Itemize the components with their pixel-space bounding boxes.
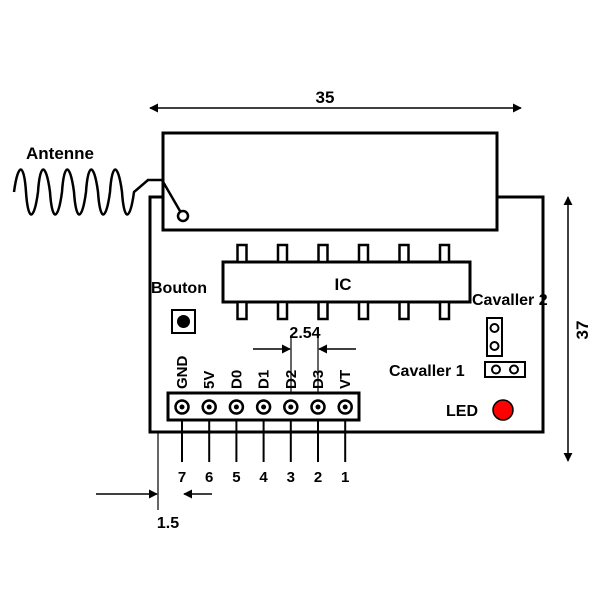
ic-pin xyxy=(276,300,289,321)
ic-pin xyxy=(357,300,370,321)
pin-number: 6 xyxy=(205,469,213,486)
header-pin-hole xyxy=(261,404,267,410)
header-pin-hole xyxy=(315,404,321,410)
ic-chip: IC xyxy=(221,243,472,321)
jumper2-pin xyxy=(489,341,500,351)
pin-label: D0 xyxy=(228,370,245,389)
header-pin-hole xyxy=(206,404,212,410)
pin-number: 3 xyxy=(287,469,295,486)
header-pin-hole xyxy=(233,404,239,410)
pin-number: 4 xyxy=(259,469,268,486)
antenna-coil xyxy=(12,168,162,216)
pin-label: GND xyxy=(174,356,191,390)
antenna-lead xyxy=(160,179,182,212)
pin-number: 7 xyxy=(178,469,186,486)
ic-label: IC xyxy=(335,275,352,294)
led-label: LED xyxy=(446,403,478,420)
jumper1-label: Cavaller 1 xyxy=(389,363,465,380)
header-pin-hole xyxy=(342,404,348,410)
pin-label: D1 xyxy=(256,370,273,389)
ic-pin xyxy=(438,300,451,321)
ic-pin xyxy=(276,243,289,264)
antenna-label: Antenne xyxy=(26,144,94,163)
jumper1-pin xyxy=(491,364,501,375)
button-label: Bouton xyxy=(151,280,207,297)
pitch-dimension: 2.54 xyxy=(289,325,320,342)
header-pin-hole xyxy=(288,404,294,410)
ic-pin xyxy=(317,243,329,264)
header-pin-hole xyxy=(179,404,185,410)
offset-dimension: 1.5 xyxy=(157,515,179,532)
antenna-pad xyxy=(176,209,190,223)
ic-pin xyxy=(236,300,248,321)
jumper1-pin xyxy=(509,364,519,375)
ic-pin xyxy=(236,243,248,264)
height-dimension: 37 xyxy=(573,321,592,340)
jumper2-pin xyxy=(489,323,500,333)
ic-pin xyxy=(357,243,370,264)
ic-pin xyxy=(398,300,410,321)
pin-number: 5 xyxy=(232,469,240,486)
jumper2-label: Cavaller 2 xyxy=(472,292,548,309)
pin-label: 5V xyxy=(201,371,218,389)
width-dimension: 35 xyxy=(316,88,335,107)
push-button-cap xyxy=(177,315,190,328)
pin-number: 1 xyxy=(341,469,349,486)
pin-label: VT xyxy=(337,370,354,389)
ic-pin xyxy=(317,300,329,321)
rf-module xyxy=(161,131,499,232)
ic-pin xyxy=(398,243,410,264)
ic-pin xyxy=(438,243,451,264)
led-indicator xyxy=(492,399,514,421)
pin-number: 2 xyxy=(314,469,322,486)
